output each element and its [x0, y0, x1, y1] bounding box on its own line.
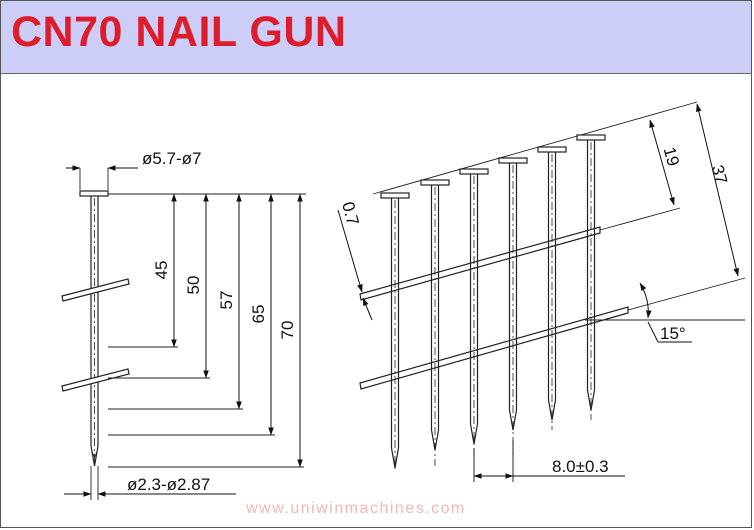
single-nail-side-view	[61, 168, 306, 500]
wire-offset-dimension-line	[649, 119, 675, 206]
watermark: www.uniwinmachines.com	[245, 500, 466, 517]
strip-wire-upper	[359, 226, 601, 301]
strip-nail-5	[537, 146, 567, 430]
nail-head	[79, 190, 109, 197]
wire-offset-label: 19	[660, 145, 683, 168]
nail-strip-view	[359, 101, 746, 390]
length-dimensions	[171, 193, 303, 468]
length-50-label: 50	[184, 276, 203, 295]
page-title: CN70 NAIL GUN	[11, 8, 347, 56]
length-65-label: 65	[249, 305, 268, 324]
title-banner: CN70 NAIL GUN	[1, 1, 751, 74]
strip-nail-3	[459, 168, 489, 460]
length-45-label: 45	[152, 261, 171, 280]
angle-label: 15°	[660, 324, 686, 343]
strip-nail-2	[420, 179, 450, 466]
strip-nails	[380, 134, 606, 470]
spacing-label: 8.0±0.3	[552, 457, 609, 476]
strip-nail-1	[380, 192, 410, 470]
spacing-dimension	[473, 440, 625, 482]
overall-dimension-line	[696, 103, 739, 277]
shank-diameter-label: ø2.3-ø2.87	[127, 475, 210, 494]
collation-wire-lower	[61, 368, 130, 392]
head-offset-dimension	[337, 209, 373, 321]
head-reference-line	[372, 101, 698, 195]
head-diameter-label: ø5.7-ø7	[142, 149, 202, 168]
overall-label: 37	[708, 163, 731, 186]
strip-wire-lower	[359, 306, 629, 390]
angle-indicator	[639, 282, 692, 343]
length-70-label: 70	[278, 321, 297, 340]
length-57-label: 57	[217, 291, 236, 310]
collation-wire-upper	[61, 278, 130, 302]
strip-nail-6	[576, 134, 606, 420]
strip-nail-4	[498, 157, 528, 455]
